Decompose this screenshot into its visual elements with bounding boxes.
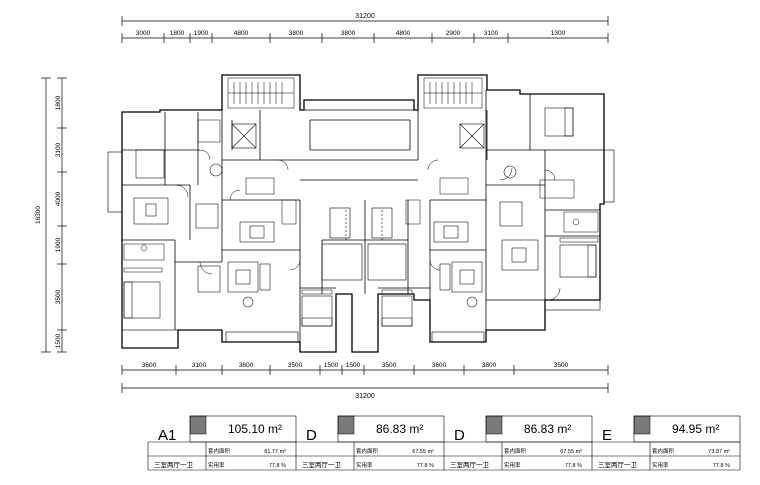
- top-dim-label: 1900: [194, 30, 209, 37]
- inner-area-value: 73.87 m²: [708, 449, 730, 455]
- bottom-dim-label: 3600: [142, 362, 157, 369]
- top-dim-label: 1300: [551, 30, 566, 37]
- unit-gross-area: 94.95 m²: [672, 422, 719, 436]
- ratio-label: 实用率: [652, 461, 669, 469]
- unit-area-tab: [633, 415, 651, 435]
- interior-walls: [122, 90, 604, 342]
- unit-code: A1: [158, 427, 176, 444]
- inner-area-label: 套内面积: [356, 447, 379, 455]
- unit-area-tab: [189, 415, 207, 435]
- left-dim-label: 1800: [55, 95, 62, 110]
- unit-type: 三室两厅一卫: [154, 460, 194, 469]
- light-wells: [321, 207, 407, 281]
- top-dim-label: 4800: [234, 30, 249, 37]
- top-dim-label: 3000: [136, 30, 151, 37]
- ratio-value: 77.8 %: [269, 463, 286, 469]
- unit-gross-area: 86.83 m²: [376, 422, 423, 436]
- bottom-dim-label: 3600: [432, 362, 447, 369]
- unit-type: 三室两厅一卫: [598, 460, 638, 469]
- bottom-dim-label: 3600: [239, 362, 254, 369]
- top-dim-label: 3100: [484, 30, 499, 37]
- bottom-dim-label: 1500: [324, 362, 339, 369]
- top-dim-label: 3800: [289, 30, 304, 37]
- inner-area-value: 67.55 m²: [560, 449, 582, 455]
- unit-gross-area: 105.10 m²: [228, 422, 282, 436]
- bottom-dim-label: 3500: [554, 362, 569, 369]
- inner-area-label: 套内面积: [208, 447, 231, 455]
- inner-area-value: 81.77 m²: [264, 449, 286, 455]
- furniture-living: [133, 163, 539, 308]
- bottom-dim-label: 1500: [346, 362, 361, 369]
- ratio-value: 77.8 %: [417, 463, 434, 469]
- left-dim-label: 3500: [55, 289, 62, 304]
- ratio-value: 77.8 %: [565, 463, 582, 469]
- ratio-label: 实用率: [504, 461, 521, 469]
- unit-code: E: [602, 427, 612, 444]
- ratio-label: 实用率: [208, 461, 225, 469]
- bottom-total-dim: 31200: [355, 393, 375, 400]
- left-dim-label: 1900: [55, 237, 62, 252]
- inner-area-value: 67.55 m²: [412, 449, 434, 455]
- stair-left: [227, 77, 295, 109]
- unit-gross-area: 86.83 m²: [524, 422, 571, 436]
- stair-right: [423, 77, 483, 109]
- fixtures: [123, 119, 599, 295]
- left-dim-label: 4000: [55, 191, 62, 206]
- exterior-walls: [121, 74, 605, 353]
- top-dim-label: 4800: [396, 30, 411, 37]
- unit-type: 三室两厅一卫: [302, 460, 342, 469]
- balconies: [107, 149, 615, 349]
- top-dim-label: 3800: [341, 30, 356, 37]
- unit-type: 三室两厅一卫: [450, 460, 490, 469]
- ratio-label: 实用率: [356, 461, 373, 469]
- bottom-dim-label: 3800: [482, 362, 497, 369]
- unit-area-tab: [337, 415, 355, 435]
- bottom-dim-label: 3500: [382, 362, 397, 369]
- unit-area-tab: [485, 415, 503, 435]
- furniture-beds: [123, 107, 597, 327]
- inner-area-label: 套内面积: [652, 447, 675, 455]
- left-dim-label: 3100: [55, 142, 62, 157]
- left-dim-label: 1500: [55, 333, 62, 348]
- top-dim-label: 2900: [446, 30, 461, 37]
- top-dim-label: 1800: [170, 30, 185, 37]
- elevators: [231, 123, 485, 149]
- ratio-value: 77.8 %: [713, 463, 730, 469]
- inner-area-label: 套内面积: [504, 447, 527, 455]
- unit-code: D: [454, 427, 465, 444]
- bottom-dim-label: 3500: [288, 362, 303, 369]
- bottom-dim-label: 3100: [192, 362, 207, 369]
- unit-code: D: [306, 427, 317, 444]
- top-total-dim: 31200: [355, 13, 375, 20]
- left-total-dim: 16300: [35, 206, 42, 224]
